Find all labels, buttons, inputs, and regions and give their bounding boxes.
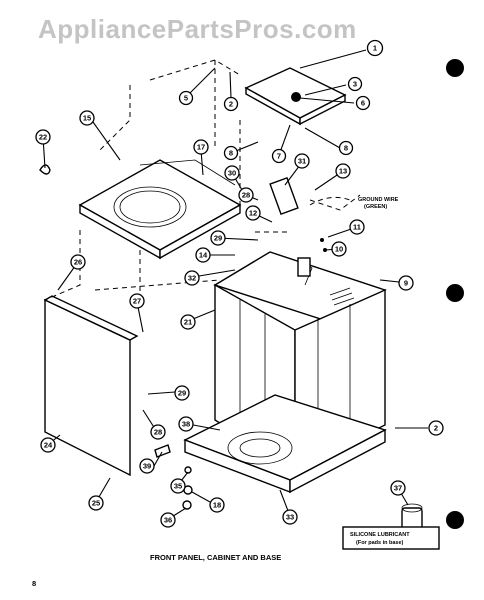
svg-text:10: 10 bbox=[335, 245, 343, 254]
callout-26: 26 bbox=[70, 254, 86, 270]
svg-text:14: 14 bbox=[199, 251, 208, 260]
svg-text:24: 24 bbox=[44, 441, 53, 450]
callout-33: 33 bbox=[282, 509, 298, 525]
svg-text:30: 30 bbox=[228, 169, 236, 178]
callout-37: 37 bbox=[390, 480, 406, 496]
binder-hole-top bbox=[446, 59, 464, 77]
top-cover-part bbox=[78, 159, 242, 260]
svg-text:31: 31 bbox=[298, 157, 306, 166]
callout-30: 30 bbox=[224, 165, 240, 181]
svg-text:28: 28 bbox=[242, 191, 250, 200]
callout-7: 7 bbox=[271, 148, 287, 164]
base-part bbox=[183, 394, 387, 494]
svg-text:2: 2 bbox=[229, 100, 233, 109]
callout-21: 21 bbox=[180, 314, 196, 330]
callout-1: 1 bbox=[366, 39, 384, 57]
svg-text:1: 1 bbox=[373, 44, 377, 53]
console-part bbox=[244, 67, 347, 126]
svg-text:6: 6 bbox=[361, 99, 365, 108]
svg-text:8: 8 bbox=[229, 149, 233, 158]
svg-text:33: 33 bbox=[286, 513, 294, 522]
ground-wire-label: GROUND WIRE bbox=[358, 197, 399, 203]
callout-8b: 8 bbox=[338, 140, 354, 156]
callout-27: 27 bbox=[129, 293, 145, 309]
callout-2: 2 bbox=[223, 96, 239, 112]
binder-hole-bottom bbox=[446, 511, 464, 529]
callout-28: 28 bbox=[150, 424, 166, 440]
svg-text:32: 32 bbox=[188, 274, 196, 283]
svg-text:22: 22 bbox=[39, 133, 47, 142]
callout-11: 11 bbox=[349, 219, 365, 235]
svg-text:18: 18 bbox=[213, 501, 221, 510]
binder-hole-middle bbox=[446, 284, 464, 302]
svg-text:5: 5 bbox=[184, 94, 188, 103]
callout-29: 29 bbox=[210, 230, 226, 246]
svg-text:39: 39 bbox=[143, 462, 151, 471]
hardware-pieces bbox=[39, 164, 423, 533]
callout-14: 14 bbox=[195, 247, 211, 263]
callout-29b: 29 bbox=[174, 385, 190, 401]
callout-13: 13 bbox=[335, 163, 351, 179]
svg-text:8: 8 bbox=[344, 144, 348, 153]
callout-12: 12 bbox=[245, 205, 261, 221]
front-panel-part bbox=[43, 295, 139, 477]
callout-22: 22 bbox=[35, 129, 51, 145]
svg-text:36: 36 bbox=[164, 516, 172, 525]
callout-36: 36 bbox=[160, 512, 176, 528]
svg-text:28: 28 bbox=[154, 428, 162, 437]
callout-31: 31 bbox=[294, 153, 310, 169]
callout-28b: 28 bbox=[238, 187, 254, 203]
lubricant-label: SILICONE LUBRICANT bbox=[350, 532, 410, 538]
callout-17: 17 bbox=[193, 139, 209, 155]
lubricant-box bbox=[342, 526, 440, 550]
callout-18: 18 bbox=[209, 497, 225, 513]
svg-text:17: 17 bbox=[197, 143, 205, 152]
svg-text:2: 2 bbox=[434, 424, 438, 433]
svg-text:25: 25 bbox=[92, 499, 100, 508]
svg-text:26: 26 bbox=[74, 258, 82, 267]
callout-39: 39 bbox=[139, 458, 155, 474]
svg-text:27: 27 bbox=[133, 297, 141, 306]
svg-text:29: 29 bbox=[214, 234, 222, 243]
diagram-caption: FRONT PANEL, CABINET AND BASE bbox=[150, 553, 281, 562]
svg-text:13: 13 bbox=[339, 167, 347, 176]
callout-10: 10 bbox=[331, 241, 347, 257]
callout-2b: 2 bbox=[428, 420, 444, 436]
ground-wire bbox=[309, 196, 351, 206]
callout-32: 32 bbox=[184, 270, 200, 286]
svg-text:38: 38 bbox=[182, 420, 190, 429]
callout-24: 24 bbox=[40, 437, 56, 453]
callout-38: 38 bbox=[178, 416, 194, 432]
callout-8: 8 bbox=[223, 145, 239, 161]
svg-text:15: 15 bbox=[83, 114, 91, 123]
page-number: 8 bbox=[32, 579, 36, 588]
svg-text:11: 11 bbox=[353, 223, 361, 232]
svg-text:12: 12 bbox=[249, 209, 257, 218]
callout-35: 35 bbox=[170, 478, 186, 494]
svg-text:9: 9 bbox=[404, 279, 408, 288]
callout-6: 6 bbox=[355, 95, 371, 111]
callout-5: 5 bbox=[178, 90, 194, 106]
callout-15: 15 bbox=[79, 110, 95, 126]
svg-text:29: 29 bbox=[178, 389, 186, 398]
svg-text:3: 3 bbox=[353, 80, 357, 89]
callout-25: 25 bbox=[88, 495, 104, 511]
callout-3: 3 bbox=[347, 76, 363, 92]
lubricant-sublabel: (For pads in base) bbox=[356, 540, 404, 546]
svg-text:7: 7 bbox=[277, 152, 281, 161]
watermark: AppliancePartsPros.com bbox=[38, 14, 357, 44]
svg-text:35: 35 bbox=[174, 482, 182, 491]
svg-text:37: 37 bbox=[394, 484, 402, 493]
callout-9: 9 bbox=[398, 275, 414, 291]
ground-wire-sublabel: (GREEN) bbox=[364, 204, 387, 210]
assembly-lines bbox=[44, 59, 361, 301]
svg-text:21: 21 bbox=[184, 318, 192, 327]
